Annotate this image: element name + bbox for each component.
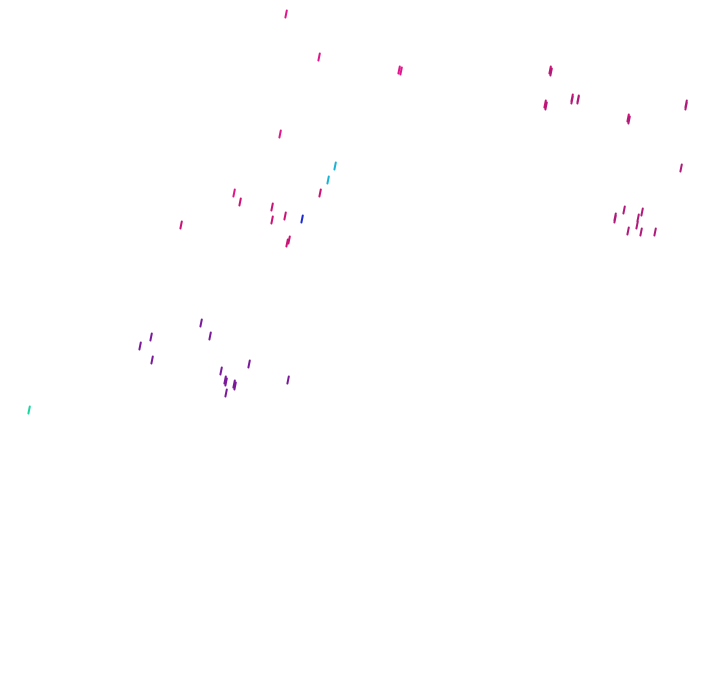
lower-left-cluster-stroke-8 (224, 377, 228, 387)
right-cluster-stroke-11 (549, 67, 553, 77)
right-cluster-stroke-7 (635, 220, 639, 230)
central-cluster-stroke-7 (285, 238, 289, 248)
central-cluster-stroke-5 (318, 188, 322, 198)
right-cluster-stroke-4 (622, 205, 626, 215)
lower-left-cluster-stroke-6 (247, 359, 251, 369)
cyan-accents (326, 161, 337, 185)
central-cluster (179, 65, 630, 248)
right-cluster-stroke-14 (544, 101, 548, 111)
central-cluster-stroke-3 (270, 215, 274, 225)
right-cluster-stroke-8 (626, 226, 630, 236)
right-cluster-stroke-15 (684, 101, 688, 111)
upper-left-cluster-stroke-6 (232, 188, 236, 198)
upper-left-cluster-stroke-3 (397, 65, 401, 75)
blue-accent-stroke-1 (300, 214, 304, 224)
central-cluster-stroke-8 (179, 220, 183, 230)
left-edge-accent (27, 405, 31, 415)
central-cluster-stroke-10 (543, 99, 547, 109)
blue-accent (300, 214, 304, 224)
central-cluster-stroke-2 (270, 202, 274, 212)
right-cluster-stroke-12 (570, 95, 574, 105)
lower-left-cluster-stroke-13 (233, 381, 237, 391)
lower-left-cluster-stroke-11 (286, 375, 290, 385)
lower-left-cluster-stroke-4 (150, 355, 154, 365)
right-cluster-stroke-17 (613, 214, 617, 224)
right-cluster-stroke-6 (636, 213, 640, 223)
right-cluster (544, 67, 688, 237)
lower-left-cluster-stroke-2 (149, 332, 153, 342)
lower-left-cluster-stroke-9 (232, 379, 236, 389)
right-cluster-stroke-13 (576, 95, 580, 105)
right-cluster-stroke-9 (639, 227, 643, 237)
lower-left-cluster-stroke-7 (219, 366, 223, 376)
lower-left-cluster-stroke-12 (223, 375, 227, 385)
upper-left-cluster-stroke-5 (278, 129, 282, 139)
right-cluster-stroke-16 (627, 115, 631, 125)
upper-left-cluster-stroke-1 (284, 9, 288, 19)
upper-left-cluster (232, 9, 403, 198)
right-cluster-stroke-2 (679, 163, 683, 173)
lower-left-cluster-stroke-1 (199, 318, 203, 328)
lower-left-cluster-stroke-5 (208, 331, 212, 341)
central-cluster-stroke-4 (283, 211, 287, 221)
lower-left-cluster-stroke-10 (224, 388, 228, 398)
cyan-accents-stroke-2 (326, 175, 330, 185)
central-cluster-stroke-1 (238, 197, 242, 207)
cyan-accents-stroke-1 (333, 161, 337, 171)
central-cluster-stroke-13 (626, 113, 630, 123)
right-cluster-stroke-5 (640, 207, 644, 217)
upper-left-cluster-stroke-2 (317, 52, 321, 62)
left-edge-accent-stroke-1 (27, 405, 31, 415)
stroke-marks-layer (27, 9, 688, 415)
central-cluster-stroke-9 (548, 65, 552, 75)
right-cluster-stroke-10 (653, 227, 657, 237)
lower-left-cluster-stroke-3 (138, 341, 142, 351)
upper-left-cluster-stroke-4 (399, 66, 403, 76)
central-cluster-stroke-6 (287, 235, 291, 245)
lower-left-cluster (138, 318, 290, 398)
